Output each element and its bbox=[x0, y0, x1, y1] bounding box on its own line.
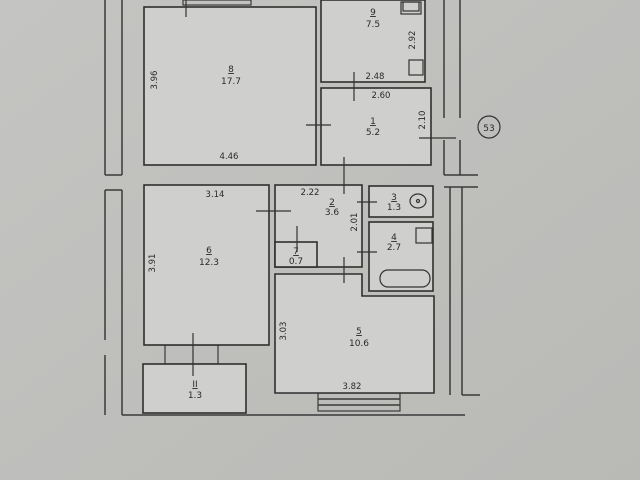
room-number: 4 bbox=[391, 233, 397, 243]
room-number: 9 bbox=[370, 8, 376, 18]
room-area: 2.7 bbox=[387, 243, 401, 253]
dimension: 2.22 bbox=[301, 188, 320, 198]
dimension: 2.01 bbox=[350, 213, 360, 232]
room-area: 10.6 bbox=[349, 339, 369, 349]
washbasin-icon bbox=[415, 227, 433, 244]
room-7-labels: 7 0.7 bbox=[289, 247, 303, 267]
room-area: 1.3 bbox=[387, 203, 401, 213]
dimension: 3.96 bbox=[150, 71, 160, 90]
room-2-labels: 2.22 2 3.6 2.01 bbox=[301, 188, 360, 231]
dimension: 3.82 bbox=[343, 382, 362, 392]
room-balcony-II bbox=[142, 363, 247, 414]
section-marker: 53 bbox=[477, 115, 501, 139]
dimension: 3.03 bbox=[279, 322, 289, 341]
room-8-labels: 8 17.7 3.96 4.46 bbox=[150, 65, 241, 162]
room-4-labels: 4 2.7 bbox=[387, 233, 401, 253]
room-area: 12.3 bbox=[199, 258, 219, 268]
room-number: 5 bbox=[356, 327, 362, 337]
room-1-labels: 2.60 1 5.2 2.10 bbox=[366, 91, 428, 138]
toilet-icon bbox=[409, 193, 427, 209]
room-3 bbox=[368, 185, 434, 218]
room-5 bbox=[274, 273, 435, 394]
room-area: 5.2 bbox=[366, 128, 380, 138]
room-number: 1 bbox=[370, 117, 376, 127]
room-number: 8 bbox=[228, 65, 234, 75]
room-number: 2 bbox=[329, 198, 335, 208]
dimension: 3.91 bbox=[148, 254, 158, 273]
room-number: II bbox=[192, 380, 197, 390]
bathtub-icon bbox=[379, 269, 431, 288]
room-9-labels: 9 7.5 2.92 2.48 bbox=[366, 8, 418, 82]
room-II-labels: II 1.3 bbox=[188, 380, 202, 401]
room-area: 1.3 bbox=[188, 391, 202, 401]
marker-label: 53 bbox=[483, 124, 494, 134]
room-3-labels: 3 1.3 bbox=[387, 193, 401, 213]
room-area: 7.5 bbox=[366, 20, 380, 30]
room-number: 3 bbox=[391, 193, 397, 203]
room-number: 7 bbox=[293, 247, 299, 257]
room-area: 3.6 bbox=[325, 208, 340, 218]
dimension: 3.14 bbox=[206, 190, 225, 200]
room-6 bbox=[143, 184, 270, 346]
room-6-labels: 3.14 6 12.3 3.91 bbox=[148, 190, 224, 272]
room-1 bbox=[320, 87, 432, 166]
room-8 bbox=[143, 6, 317, 166]
stove-icon bbox=[408, 59, 424, 76]
room-5-labels: 5 10.6 3.03 3.82 bbox=[279, 322, 369, 392]
dimension: 2.48 bbox=[366, 72, 385, 82]
sink-icon bbox=[400, 1, 422, 15]
dimension: 2.10 bbox=[418, 111, 428, 130]
room-7 bbox=[274, 241, 318, 268]
room-4 bbox=[368, 221, 434, 292]
room-number: 6 bbox=[206, 246, 212, 256]
door-marks bbox=[185, 0, 456, 376]
dimension: 2.60 bbox=[372, 91, 391, 101]
outer-walls bbox=[104, 0, 480, 416]
dimension: 2.92 bbox=[408, 31, 418, 50]
room-area: 17.7 bbox=[221, 77, 241, 87]
dimension: 4.46 bbox=[220, 152, 239, 162]
room-area: 0.7 bbox=[289, 257, 303, 267]
